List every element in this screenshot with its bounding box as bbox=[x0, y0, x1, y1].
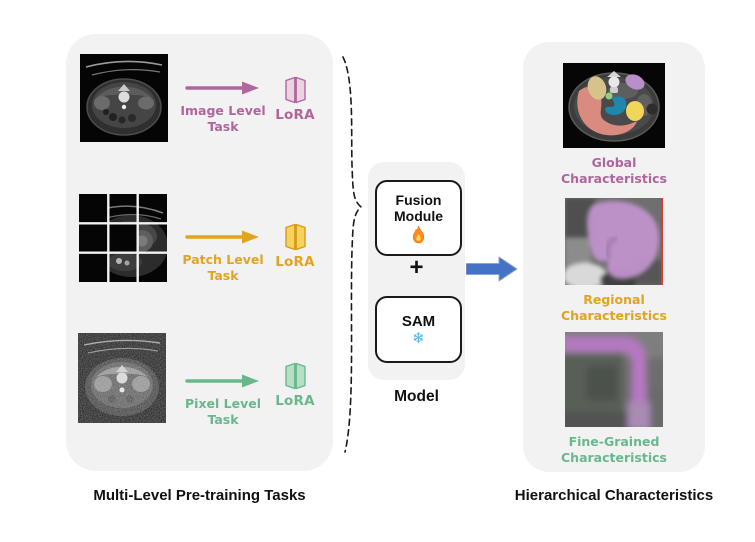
sam-label: SAM bbox=[401, 312, 436, 330]
lora-book-icon bbox=[284, 76, 306, 104]
lora-adapter-image-level: LoRA bbox=[272, 76, 318, 123]
lora-book-icon bbox=[284, 362, 306, 390]
fusion-module-label: Fusion Module bbox=[394, 191, 443, 224]
pretraining-caption: Multi-Level Pre-training Tasks bbox=[93, 487, 306, 504]
yellow-task-arrow-icon bbox=[185, 230, 259, 244]
noisy-ct-scan-image bbox=[78, 333, 166, 423]
organ-region-crop-image bbox=[565, 198, 663, 285]
segmented-ct-scan-image bbox=[563, 63, 665, 148]
plus-sign: + bbox=[409, 254, 424, 281]
model-caption: Model bbox=[394, 388, 439, 405]
sam-box: SAM ❄ bbox=[375, 296, 462, 363]
lora-label: LoRA bbox=[275, 107, 315, 123]
lora-adapter-patch-level: LoRA bbox=[272, 223, 318, 270]
blue-block-arrow-icon bbox=[466, 256, 518, 282]
abdominal-ct-scan-image bbox=[80, 54, 168, 142]
green-task-arrow-icon bbox=[185, 374, 259, 388]
lora-label: LoRA bbox=[275, 393, 315, 409]
lora-label: LoRA bbox=[275, 254, 315, 270]
pink-task-arrow-icon bbox=[185, 81, 259, 95]
brace-dashed-curve bbox=[342, 56, 363, 453]
lora-book-icon bbox=[284, 223, 306, 251]
characteristics-caption: Hierarchical Characteristics bbox=[514, 487, 714, 504]
flame-icon bbox=[412, 226, 425, 244]
pixel-zoom-crop-image bbox=[565, 332, 663, 427]
snowflake-icon: ❄ bbox=[412, 329, 425, 348]
lora-adapter-pixel-level: LoRA bbox=[272, 362, 318, 409]
fusion-module-box: Fusion Module bbox=[375, 180, 462, 256]
masked-patch-ct-scan-image bbox=[79, 194, 167, 282]
model-panel: Fusion Module + SAM ❄ bbox=[368, 162, 465, 380]
